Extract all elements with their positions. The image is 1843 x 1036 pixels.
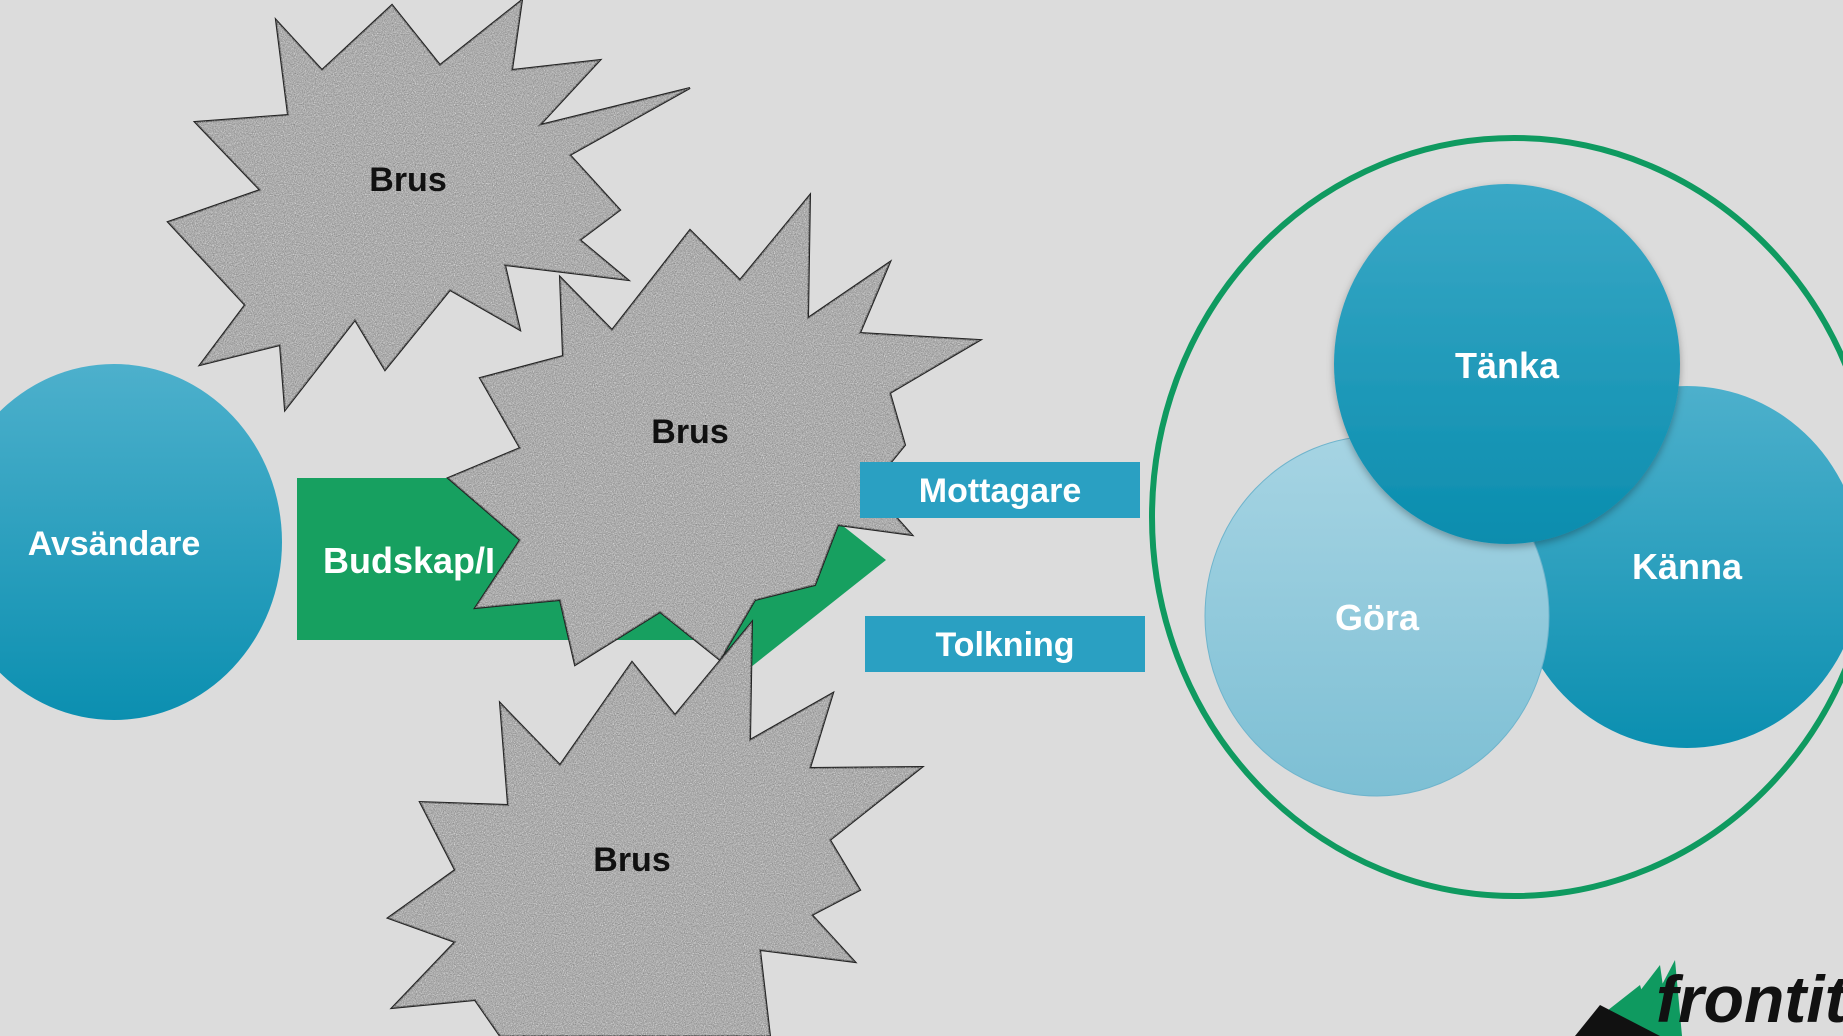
feel-label: Känna [1632,546,1743,587]
noise-burst-top: Brus [166,0,691,413]
receiver-ring [1149,135,1843,899]
sender-label: Avsändare [28,525,201,563]
noise-label-bottom: Brus [593,841,670,879]
noise-burst-bottom: Brus [385,619,925,1036]
frontit-logo: frontit [1575,960,1843,1036]
interpretation-box: Tolkning [865,616,1145,672]
frontit-logo-text: frontit [1656,962,1843,1036]
receiver-box: Mottagare [860,462,1140,518]
frontit-logo-mark [1575,960,1682,1036]
sender-circle: Avsändare [0,364,282,720]
interpretation-label: Tolkning [935,626,1074,664]
think-circle: Tänka [1334,184,1680,544]
do-label: Göra [1335,597,1420,638]
message-label-left: Budskap/I [323,540,495,581]
noise-label-middle: Brus [651,413,728,451]
think-label: Tänka [1455,345,1560,386]
noise-burst-middle: Brus [446,192,984,667]
noise-label-top: Brus [369,161,446,199]
receiver-label: Mottagare [919,472,1081,510]
